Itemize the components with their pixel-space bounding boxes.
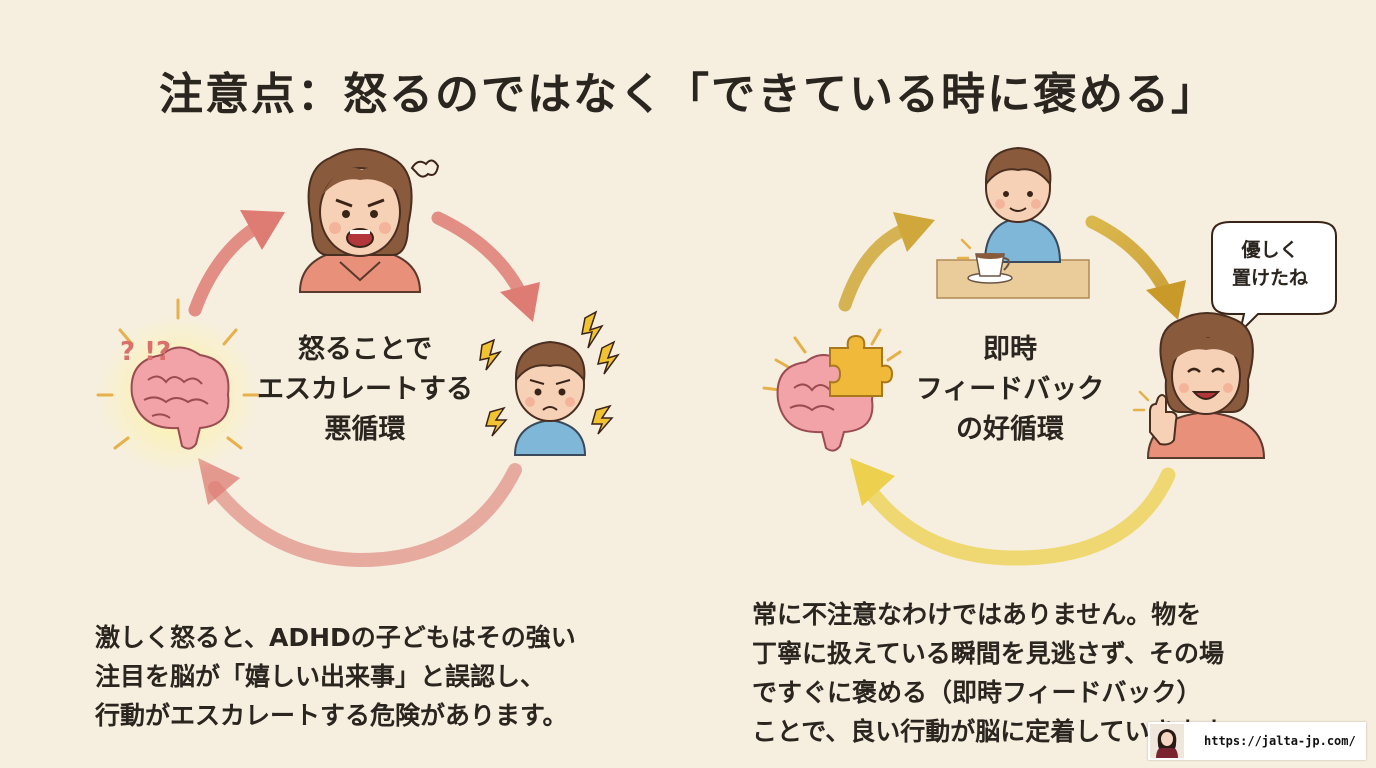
child-with-cup-icon [936,146,1090,299]
url-badge[interactable]: https://jalta-jp.com/ [1148,722,1366,760]
description-line: 行動がエスカレートする危険があります。 [95,701,568,730]
negative-cycle-description: 激しく怒ると、ADHDの子どもはその強い 注目を脳が「嬉しい出来事」と誤認し、 … [95,618,655,735]
site-url-link[interactable]: https://jalta-jp.com/ [1204,734,1356,748]
description-line: 丁寧に扱えている瞬間を見逃さず、その場 [752,639,1225,668]
angry-mother-icon [298,148,440,293]
brain-question-marks: ? !? [120,337,171,367]
speech-bubble-text: 優しく 置けたね [1206,236,1334,292]
negative-cycle-label-line: エスカレートする [257,374,473,405]
negative-cycle-arrows [188,210,540,568]
avatar [1150,724,1184,758]
positive-cycle-label-line: の好循環 [956,414,1064,445]
positive-cycle-label-line: 即時 [983,334,1037,365]
speech-bubble-line: 優しく [1241,239,1299,261]
negative-cycle-label: 怒ることで エスカレートする 悪循環 [230,330,500,450]
positive-cycle-label: 即時 フィードバック の好循環 [880,330,1140,450]
description-line: 常に不注意なわけではありません。物を [752,600,1202,629]
brain-puzzle-icon [762,328,902,452]
negative-cycle-label-line: 怒ることで [297,334,433,365]
positive-cycle-arrows [838,212,1186,566]
worried-child-icon [479,310,620,456]
happy-mother-icon [1132,312,1266,459]
positive-cycle-label-line: フィードバック [915,374,1105,405]
glowing-brain-icon [96,298,260,475]
description-line: 激しく怒ると、ADHDの子どもはその強い [95,623,576,652]
speech-bubble [1211,221,1337,336]
description-line: 注目を脳が「嬉しい出来事」と誤認し、 [95,662,546,691]
page-title: 注意点：怒るのではなく「できている時に褒める」 [159,69,1217,120]
speech-bubble-line: 置けたね [1231,267,1308,289]
negative-cycle-label-line: 悪循環 [324,414,406,445]
description-line: ですぐに褒める（即時フィードバック） [752,678,1202,707]
